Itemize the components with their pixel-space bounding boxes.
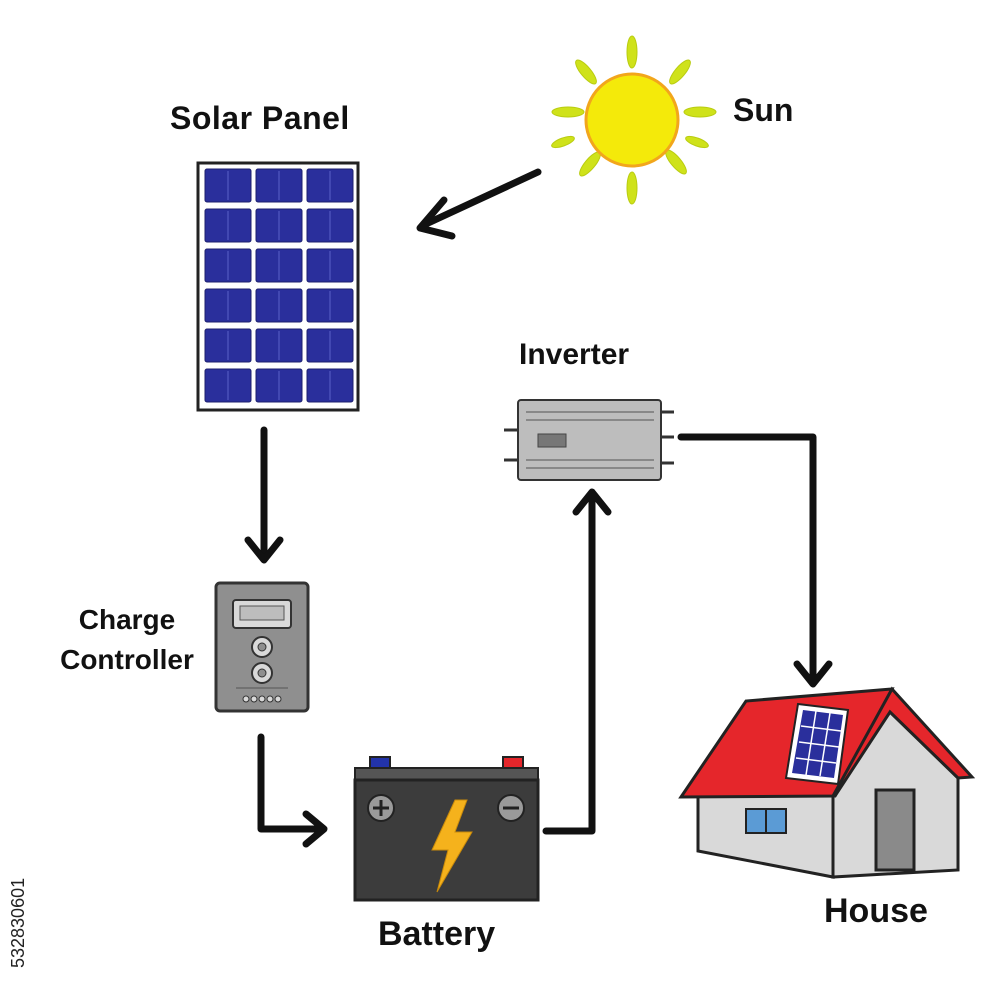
charge-controller-label: Charge Controller bbox=[52, 600, 202, 680]
stock-id-watermark: 532830601 bbox=[8, 768, 30, 968]
inverter-icon bbox=[504, 399, 674, 481]
arrow-controller-to-battery bbox=[257, 733, 328, 848]
solar-panel-label: Solar Panel bbox=[170, 100, 350, 136]
solar-panel-icon bbox=[196, 161, 360, 412]
battery-icon bbox=[353, 756, 540, 902]
arrow-panel-to-controller bbox=[244, 426, 284, 564]
charge-controller-label-line1: Charge bbox=[78, 604, 176, 635]
inverter-label: Inverter bbox=[519, 338, 630, 371]
roof-solar-panel-icon bbox=[784, 702, 850, 786]
house-label: House bbox=[824, 892, 928, 930]
sun-icon bbox=[551, 35, 717, 205]
stock-id-text: 532830601 bbox=[8, 877, 28, 968]
sun-label: Sun bbox=[733, 92, 794, 128]
house-icon bbox=[678, 686, 976, 879]
battery-label: Battery bbox=[378, 915, 496, 953]
charge-controller-icon bbox=[214, 581, 310, 713]
arrow-inverter-to-house bbox=[677, 433, 833, 688]
arrow-battery-to-inverter bbox=[542, 488, 612, 835]
arrow-sun-to-panel bbox=[416, 168, 542, 240]
charge-controller-label-line2: Controller bbox=[60, 644, 194, 675]
